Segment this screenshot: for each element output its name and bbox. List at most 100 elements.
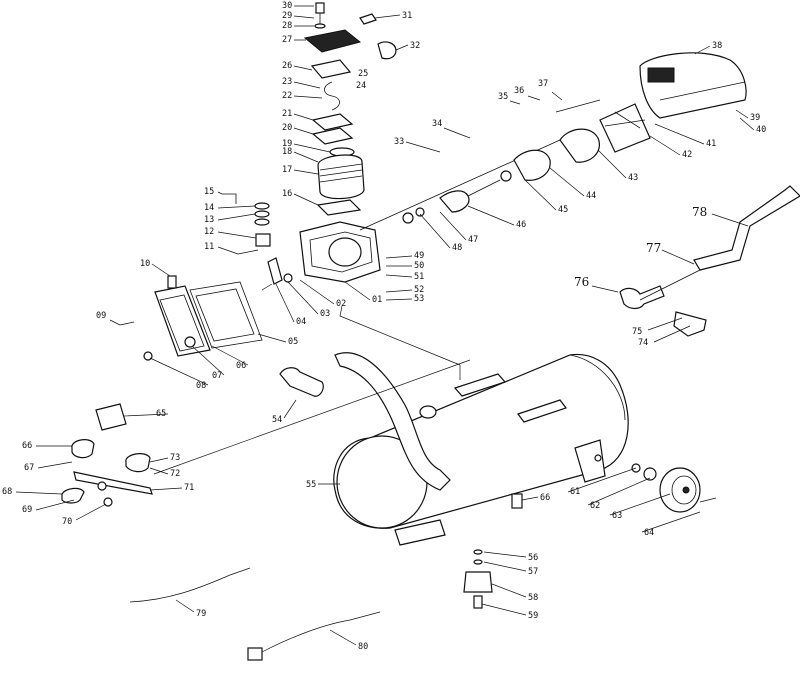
callout-54: 54	[272, 415, 282, 425]
callout-10: 10	[140, 259, 150, 269]
callout-30: 30	[282, 1, 292, 11]
callout-28: 28	[282, 21, 292, 31]
check-valve-parts	[222, 193, 271, 255]
callout-76: 76	[574, 275, 589, 289]
callout-03: 03	[320, 309, 330, 319]
callout-38: 38	[712, 41, 722, 51]
callout-64: 64	[644, 528, 654, 538]
callout-78: 78	[692, 205, 707, 219]
callout-77: 77	[646, 241, 661, 255]
callout-47: 47	[468, 235, 478, 245]
callout-71: 71	[184, 483, 194, 493]
callout-75: 75	[632, 327, 642, 337]
callout-07: 07	[212, 371, 222, 381]
callout-labels: 30 29 28 31 27 32 26 25 23 24 22 21 20 1…	[2, 1, 766, 652]
reed-lever	[267, 257, 283, 285]
callout-34: 34	[432, 119, 442, 129]
power-cord	[261, 611, 381, 653]
callout-41: 41	[706, 139, 716, 149]
tank-handle	[334, 352, 451, 491]
callout-31: 31	[402, 11, 412, 21]
callout-12: 12	[204, 227, 214, 237]
callout-53: 53	[414, 294, 424, 304]
rubber-foot	[463, 549, 493, 609]
callout-08: 08	[196, 381, 206, 391]
callout-62: 62	[590, 501, 600, 511]
callout-23: 23	[282, 77, 292, 87]
callout-17: 17	[282, 165, 292, 175]
callout-05: 05	[288, 337, 298, 347]
motor-cable	[129, 567, 251, 603]
callout-27: 27	[282, 35, 292, 45]
callout-45: 45	[558, 205, 568, 215]
power-plug	[247, 647, 263, 661]
callout-80: 80	[358, 642, 368, 652]
leader-lines	[15, 5, 755, 646]
callout-52: 52	[414, 285, 424, 295]
callout-63: 63	[612, 511, 622, 521]
callout-50: 50	[414, 261, 424, 271]
callout-59: 59	[528, 611, 538, 621]
callout-14: 14	[204, 203, 214, 213]
outlet-tube	[619, 185, 800, 337]
callout-18: 18	[282, 147, 292, 157]
callout-33: 33	[394, 137, 404, 147]
callout-16: 16	[282, 189, 292, 199]
callout-48: 48	[452, 243, 462, 253]
callout-43: 43	[628, 173, 638, 183]
drain-valve	[511, 493, 523, 509]
callout-39: 39	[750, 113, 760, 123]
callout-01: 01	[372, 295, 382, 305]
callout-46: 46	[516, 220, 526, 230]
callout-49: 49	[414, 251, 424, 261]
callout-04: 04	[296, 317, 306, 327]
crankshaft-assembly	[359, 103, 651, 231]
callout-24: 24	[356, 81, 366, 91]
callout-73: 73	[170, 453, 180, 463]
callout-70: 70	[62, 517, 72, 527]
callout-55: 55	[306, 480, 316, 490]
callout-68: 68	[2, 487, 12, 497]
motor-shroud	[555, 52, 747, 119]
callout-66: 66	[22, 441, 32, 451]
callout-35: 35	[498, 92, 508, 102]
crank-bolt	[283, 273, 293, 283]
callout-69: 69	[22, 505, 32, 515]
callout-13: 13	[204, 215, 214, 225]
callout-25: 25	[358, 69, 368, 79]
callout-61: 61	[570, 487, 580, 497]
callout-22: 22	[282, 91, 292, 101]
crankcase	[299, 221, 381, 283]
callout-42: 42	[682, 150, 692, 160]
pump-head-stack	[303, 2, 397, 216]
callout-15: 15	[204, 187, 214, 197]
callout-06: 06	[236, 361, 246, 371]
callout-29: 29	[282, 11, 292, 21]
wheel-assembly	[631, 463, 717, 513]
callout-72: 72	[170, 469, 180, 479]
air-tank	[333, 353, 629, 546]
callout-58: 58	[528, 593, 538, 603]
callout-51: 51	[414, 272, 424, 282]
callout-40: 40	[756, 125, 766, 135]
callout-66-drain: 66	[540, 493, 550, 503]
callout-57: 57	[528, 567, 538, 577]
callout-21: 21	[282, 109, 292, 119]
callout-09: 09	[96, 311, 106, 321]
side-cover	[119, 275, 263, 361]
callout-37: 37	[538, 79, 548, 89]
callout-74: 74	[638, 338, 648, 348]
callout-79: 79	[196, 609, 206, 619]
callout-67: 67	[24, 463, 34, 473]
callout-26: 26	[282, 61, 292, 71]
callout-02: 02	[336, 299, 346, 309]
manifold-gauges	[61, 403, 153, 507]
callout-11: 11	[204, 242, 214, 252]
callout-44: 44	[586, 191, 596, 201]
callout-32: 32	[410, 41, 420, 51]
callout-56: 56	[528, 553, 538, 563]
air-filter	[279, 367, 324, 397]
callout-20: 20	[282, 123, 292, 133]
